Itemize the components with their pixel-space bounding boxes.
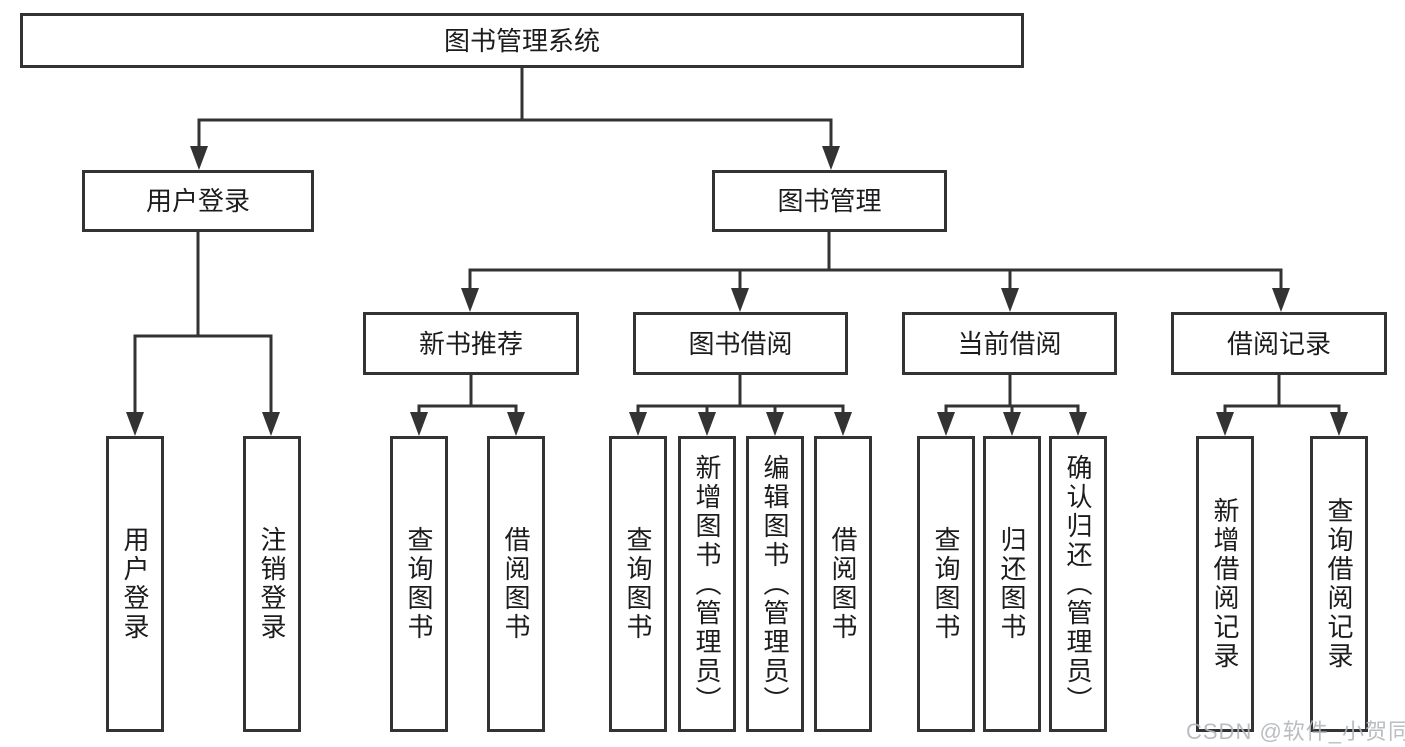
leaf-cb-confirm-return-admin: 确认归还（管理员） — [1049, 436, 1107, 732]
node-label: 新增图书（管理员） — [692, 453, 722, 715]
node-label: 确认归还（管理员） — [1063, 453, 1093, 715]
watermark: CSDN @软件_小贺同学 — [1186, 719, 1405, 744]
node-label: 当前借阅 — [957, 328, 1062, 359]
node-user-login: 用户登录 — [82, 170, 314, 232]
leaf-bb-borrow-books: 借阅图书 — [814, 436, 872, 732]
connector-user-login-to-leaves — [126, 232, 280, 436]
node-book-borrowing: 图书借阅 — [633, 312, 848, 375]
node-borrowing-records: 借阅记录 — [1171, 312, 1387, 375]
connector-book-borrow-to-leaves — [629, 375, 852, 436]
node-label: 借阅图书 — [501, 526, 531, 642]
node-label: 图书管理 — [777, 186, 882, 216]
leaf-logout: 注销登录 — [243, 436, 301, 732]
leaf-bb-edit-books-admin: 编辑图书（管理员） — [746, 436, 804, 732]
node-library-management-system: 图书管理系统 — [20, 13, 1024, 68]
node-label: 新增借阅记录 — [1210, 497, 1240, 671]
leaf-rec-query-books: 查询图书 — [390, 436, 448, 732]
node-label: 注销登录 — [257, 526, 287, 642]
leaf-user-login: 用户登录 — [106, 436, 164, 732]
node-label: 图书借阅 — [688, 328, 793, 359]
leaf-cb-query-books: 查询图书 — [917, 436, 975, 732]
node-label: 查询图书 — [931, 526, 961, 642]
node-label: 查询图书 — [404, 526, 434, 642]
node-label: 归还图书 — [997, 526, 1027, 642]
node-book-management: 图书管理 — [712, 170, 947, 232]
leaf-br-add-record: 新增借阅记录 — [1196, 436, 1254, 732]
node-label: 用户登录 — [145, 186, 250, 216]
leaf-br-query-record: 查询借阅记录 — [1310, 436, 1368, 732]
node-current-borrowing: 当前借阅 — [902, 312, 1117, 375]
node-label: 查询图书 — [623, 526, 653, 642]
node-label: 借阅记录 — [1226, 328, 1331, 359]
node-label: 借阅图书 — [828, 526, 858, 642]
node-label: 查询借阅记录 — [1324, 497, 1354, 671]
node-new-book-recommendation: 新书推荐 — [363, 312, 579, 375]
connector-current-borrow-to-leaves — [937, 375, 1087, 436]
node-label: 图书管理系统 — [443, 25, 600, 56]
leaf-bb-add-books-admin: 新增图书（管理员） — [678, 436, 736, 732]
leaf-rec-borrow-books: 借阅图书 — [487, 436, 545, 732]
node-label: 用户登录 — [120, 526, 150, 642]
connector-borrow-records-to-leaves — [1216, 375, 1348, 436]
leaf-cb-return-books: 归还图书 — [983, 436, 1041, 732]
node-label: 新书推荐 — [418, 328, 523, 359]
connector-book-mgmt-to-level3 — [461, 232, 1290, 312]
node-label: 编辑图书（管理员） — [760, 453, 790, 715]
connector-root-to-level2 — [190, 68, 840, 170]
leaf-bb-query-books: 查询图书 — [609, 436, 667, 732]
connector-new-book-rec-to-leaves — [410, 375, 525, 436]
